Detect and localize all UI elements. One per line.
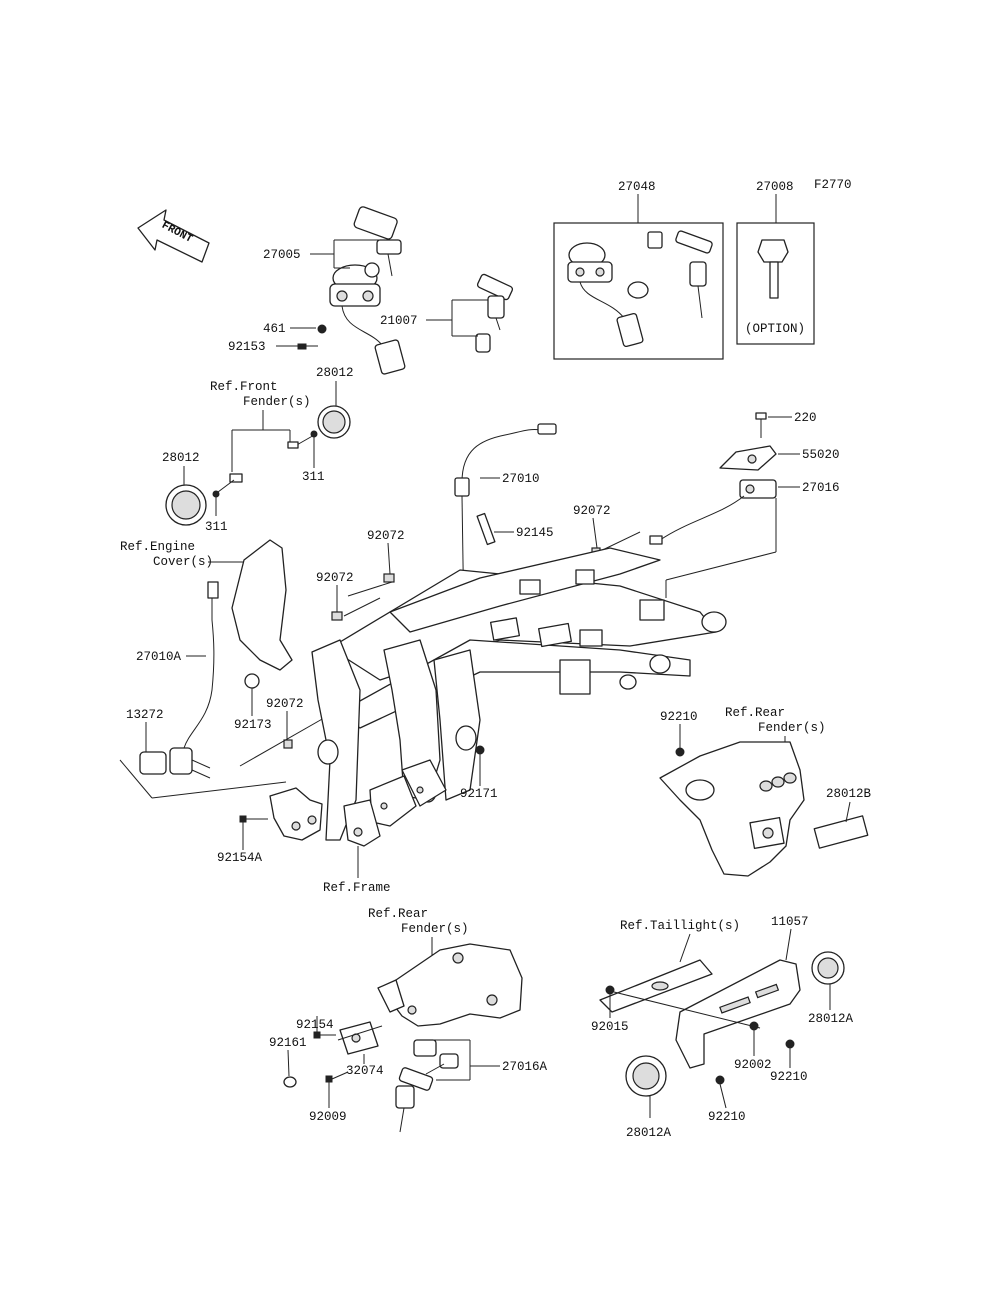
label-27016: 27016	[802, 481, 840, 495]
label-92072-d: 92072	[266, 697, 304, 711]
bolt-92171	[475, 745, 485, 755]
label-27048: 27048	[618, 180, 656, 194]
label-27016A: 27016A	[502, 1060, 548, 1074]
lock-set-27048	[567, 230, 713, 348]
label-27010A: 27010A	[136, 650, 182, 664]
label-32074: 32074	[346, 1064, 384, 1078]
screw-220	[755, 412, 767, 438]
bolt-92210-a	[675, 747, 685, 757]
rear-fender-lower	[377, 943, 523, 1027]
label-28012-top: 28012	[316, 366, 354, 380]
label-28012A-b: 28012A	[626, 1126, 672, 1140]
screw-92009	[325, 1071, 349, 1083]
label-92145: 92145	[516, 526, 554, 540]
ref-front-fender-line1: Ref.Front	[210, 380, 278, 394]
label-13272: 13272	[126, 708, 164, 722]
ref-rear-fender-line1: Ref.Rear	[725, 706, 785, 720]
label-220: 220	[794, 411, 817, 425]
reflector-28012B	[813, 815, 869, 849]
label-92173: 92173	[234, 718, 272, 732]
bolt-92154A	[239, 815, 268, 823]
ref-rear-fender-line2: Fender(s)	[758, 721, 826, 735]
frame	[269, 547, 727, 847]
switch-cable-27010	[454, 423, 557, 629]
ref-taillight: Ref.Taillight(s)	[620, 919, 740, 933]
license-bracket-11057	[675, 959, 801, 1069]
label-92072-c: 92072	[316, 571, 354, 585]
taillight-bracket	[599, 959, 713, 1013]
option-key-box-27008	[736, 222, 815, 345]
bracket-32074	[337, 1021, 383, 1055]
nut-92015	[605, 985, 615, 995]
nut-92210-c	[715, 1075, 725, 1085]
key-lock-set-21007	[475, 273, 514, 353]
label-11057: 11057	[771, 915, 809, 929]
ref-rear-fender-low-line2: Fender(s)	[401, 922, 469, 936]
seat-lock-27016	[649, 479, 777, 545]
reflector-28012A-right	[811, 951, 845, 985]
label-92154A: 92154A	[217, 851, 263, 865]
ref-engine-cover-line2: Cover(s)	[153, 555, 213, 569]
label-461: 461	[263, 322, 286, 336]
washer-92161	[283, 1076, 297, 1088]
ref-engine-cover-line1: Ref.Engine	[120, 540, 195, 554]
label-311-a: 311	[205, 520, 228, 534]
ref-front-fender-line2: Fender(s)	[243, 395, 311, 409]
clamp-92145	[476, 512, 496, 546]
grommet-92173	[244, 673, 260, 689]
label-92210-b: 92210	[770, 1070, 808, 1084]
option-label: (OPTION)	[745, 322, 805, 336]
sensor-13272	[139, 747, 211, 779]
bolt-92153	[297, 343, 318, 350]
screw-92154	[313, 1031, 336, 1039]
label-92002: 92002	[734, 1058, 772, 1072]
label-92161: 92161	[269, 1036, 307, 1050]
reflector-28012-top	[317, 405, 351, 439]
label-27005: 27005	[263, 248, 301, 262]
label-27008: 27008	[756, 180, 794, 194]
label-92210-c: 92210	[708, 1110, 746, 1124]
blank-key-27008	[757, 239, 789, 299]
label-92171: 92171	[460, 787, 498, 801]
bolt-92002	[749, 1021, 759, 1031]
label-92153: 92153	[228, 340, 266, 354]
lock-set-box-27048	[553, 222, 724, 360]
label-92154: 92154	[296, 1018, 334, 1032]
label-28012A-a: 28012A	[808, 1012, 854, 1026]
nut-92210-b	[785, 1039, 795, 1049]
label-92009: 92009	[309, 1110, 347, 1124]
label-92210-a: 92210	[660, 710, 698, 724]
reflector-28012-left	[165, 484, 207, 526]
ref-rear-fender-low-line1: Ref.Rear	[368, 907, 428, 921]
rear-fender-right	[659, 741, 805, 877]
wire-27010A	[183, 581, 219, 749]
lock-27016A	[395, 1039, 459, 1133]
label-92072-a: 92072	[573, 504, 611, 518]
label-55020: 55020	[802, 448, 840, 462]
label-92015: 92015	[591, 1020, 629, 1034]
label-27010: 27010	[502, 472, 540, 486]
label-311-b: 311	[302, 470, 325, 484]
label-28012B: 28012B	[826, 787, 872, 801]
engine-cover	[231, 539, 293, 671]
ref-frame: Ref.Frame	[323, 881, 391, 895]
front-direction-arrow: FRONT	[137, 209, 210, 263]
reflector-28012A-left	[625, 1055, 667, 1097]
label-28012-left: 28012	[162, 451, 200, 465]
label-21007: 21007	[380, 314, 418, 328]
ignition-switch-assembly	[329, 206, 406, 375]
label-92072-b: 92072	[367, 529, 405, 543]
figure-code: F2770	[814, 178, 852, 192]
nut-461	[317, 324, 327, 334]
